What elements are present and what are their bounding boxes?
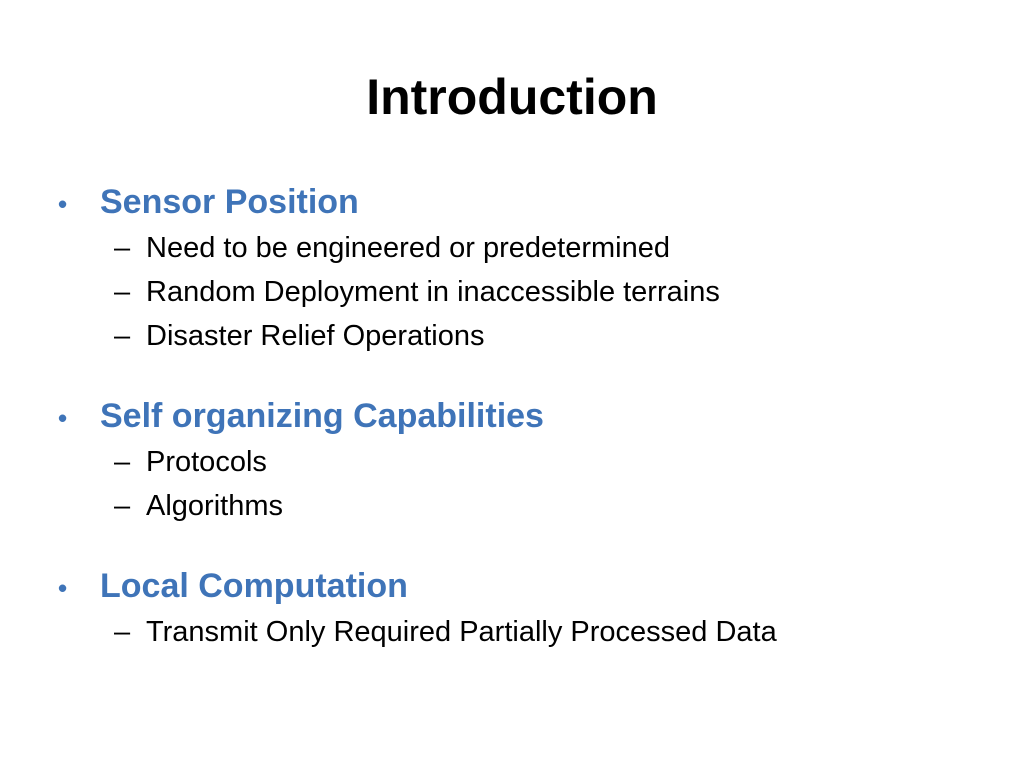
dash-icon: –: [114, 490, 131, 522]
section-local-computation: • Local Computation – Transmit Only Requ…: [58, 562, 978, 654]
sub-bullet-list: – Protocols – Algorithms: [58, 440, 978, 528]
bullet-icon: •: [58, 573, 68, 603]
section-heading: Sensor Position: [100, 183, 359, 221]
sub-bullet-list: – Transmit Only Required Partially Proce…: [58, 610, 978, 654]
sub-bullet-text: Disaster Relief Operations: [146, 320, 485, 352]
section-heading: Self organizing Capabilities: [100, 397, 544, 435]
sub-bullet-item: – Random Deployment in inaccessible terr…: [114, 270, 978, 314]
dash-icon: –: [114, 446, 131, 478]
section-sensor-position: • Sensor Position – Need to be engineere…: [58, 178, 978, 358]
level-one-bullet: • Sensor Position: [58, 178, 978, 226]
slide-content: • Sensor Position – Need to be engineere…: [58, 178, 978, 688]
level-one-bullet: • Local Computation: [58, 562, 978, 610]
sub-bullet-item: – Transmit Only Required Partially Proce…: [114, 610, 978, 654]
dash-icon: –: [114, 232, 131, 264]
sub-bullet-item: – Disaster Relief Operations: [114, 314, 978, 358]
dash-icon: –: [114, 616, 131, 648]
sub-bullet-text: Need to be engineered or predetermined: [146, 232, 670, 264]
bullet-icon: •: [58, 189, 68, 219]
level-one-bullet: • Self organizing Capabilities: [58, 392, 978, 440]
sub-bullet-item: – Protocols: [114, 440, 978, 484]
sub-bullet-text: Protocols: [146, 446, 267, 478]
sub-bullet-item: – Need to be engineered or predetermined: [114, 226, 978, 270]
sub-bullet-text: Algorithms: [146, 490, 283, 522]
sub-bullet-text: Random Deployment in inaccessible terrai…: [146, 276, 720, 308]
slide-title: Introduction: [366, 69, 658, 125]
dash-icon: –: [114, 320, 131, 352]
dash-icon: –: [114, 276, 131, 308]
section-self-organizing-capabilities: • Self organizing Capabilities – Protoco…: [58, 392, 978, 528]
sub-bullet-item: – Algorithms: [114, 484, 978, 528]
section-heading: Local Computation: [100, 567, 408, 605]
bullet-icon: •: [58, 403, 68, 433]
sub-bullet-text: Transmit Only Required Partially Process…: [146, 616, 777, 648]
sub-bullet-list: – Need to be engineered or predetermined…: [58, 226, 978, 358]
